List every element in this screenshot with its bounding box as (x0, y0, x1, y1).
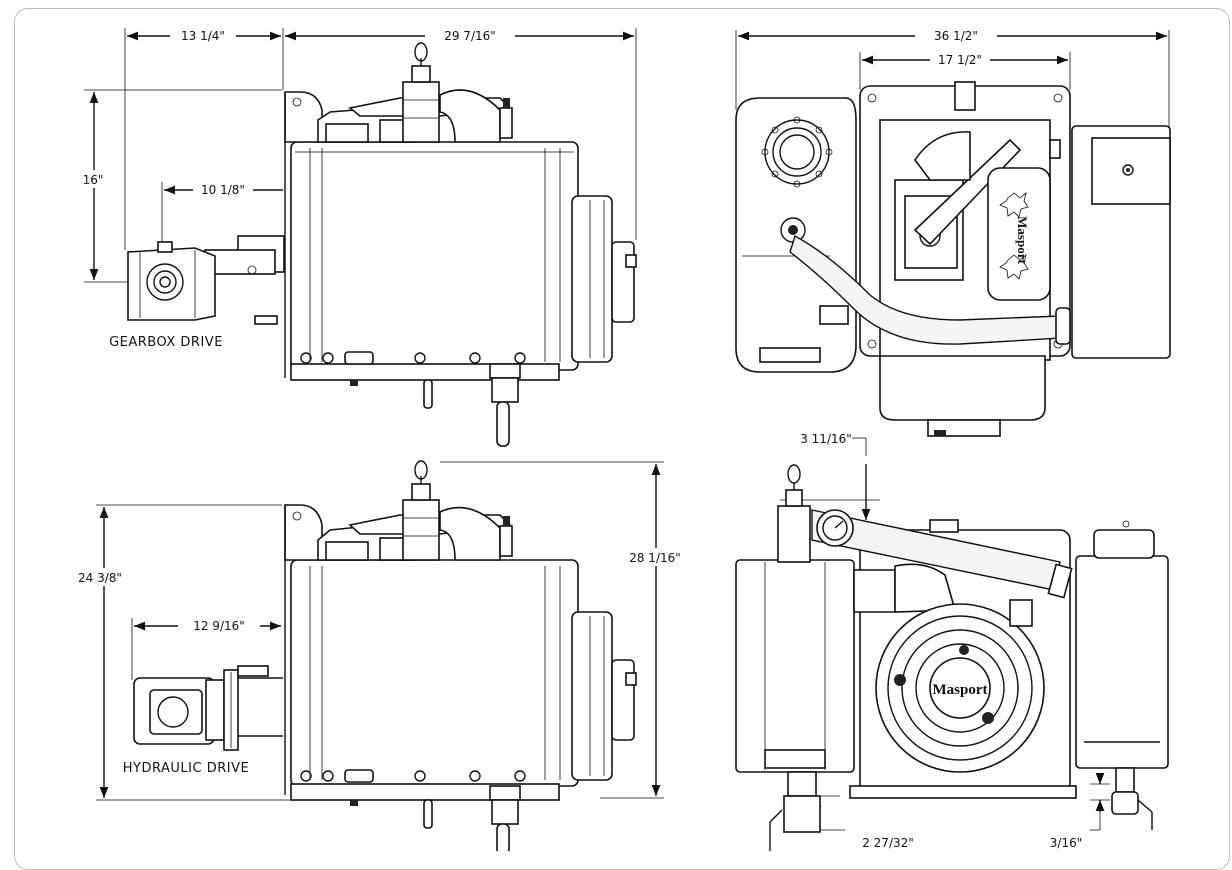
dim-overall-width-end: 36 1/2" (934, 29, 978, 43)
caption-gearbox-drive: GEARBOX DRIVE (109, 335, 223, 350)
masport-logo-bottom: Masport (933, 682, 988, 698)
technical-drawing: Masport (60, 28, 1171, 851)
masport-logo-top: Masport (1015, 216, 1030, 264)
dim-frame-width-end: 17 1/2" (938, 53, 982, 67)
dim-foot-offset: 3/16" (1050, 836, 1082, 850)
dim-hydraulic-offset: 12 9/16" (193, 619, 245, 633)
dim-gearbox-shaft: 10 1/8" (201, 183, 245, 197)
dim-hydraulic-height: 24 3/8" (78, 571, 122, 585)
drawing-sheet: Masport (14, 8, 1230, 870)
caption-hydraulic-drive: HYDRAULIC DRIVE (123, 761, 249, 776)
hydraulic-side-view (60, 460, 688, 851)
gearbox-end-view: Masport (735, 28, 1171, 437)
hydraulic-end-view: Masport (735, 437, 1169, 851)
dim-top-clearance: 3 11/16" (800, 432, 852, 446)
dim-overall-height: 28 1/16" (629, 551, 681, 565)
dim-overall-width-side: 29 7/16" (444, 29, 496, 43)
dim-gearbox-offset: 13 1/4" (181, 29, 225, 43)
dim-gearbox-height: 16" (83, 173, 104, 187)
dim-bottom-offset: 2 27/32" (862, 836, 914, 850)
gearbox-side-view (80, 28, 637, 447)
